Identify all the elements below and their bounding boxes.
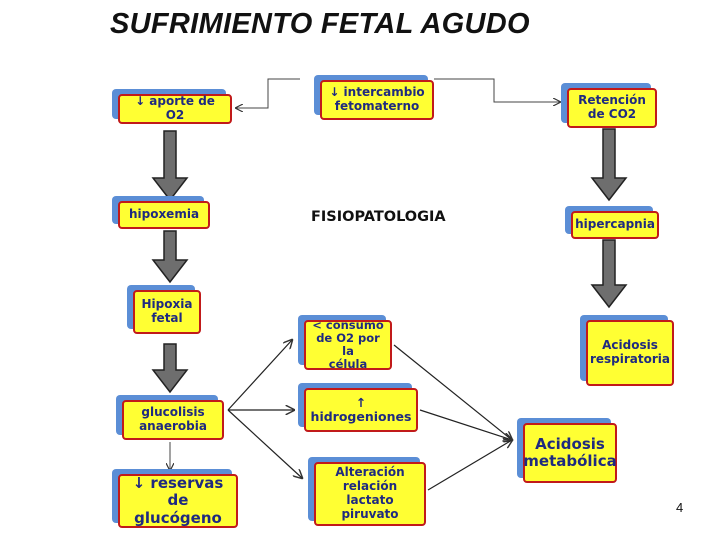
box-reservas-glucogeno: ↓ reservas de glucógeno [118,474,238,528]
block-arrow-hipoxia-glucolisis [151,343,189,394]
block-arrow-retencion-hipercapnia [590,128,628,202]
block-arrow-aporte-hipoxemia [151,130,189,202]
box-retencion-co2: Retención de CO2 [567,88,657,128]
connector-glucolisis-alteracion [227,409,302,478]
box-hipoxemia: hipoxemia [118,201,210,229]
box-hipoxia-fetal: Hipoxia fetal [133,290,201,334]
box-alteracion-lactato-piruvato: Alteración relación lactato piruvato [314,462,426,526]
connector-hidrogeniones-acidosis [419,409,512,440]
box-hidrogeniones: ↑ hidrogeniones [304,388,418,432]
page-number: 4 [676,500,684,515]
block-arrow-hipercapnia-acidosis [590,239,628,309]
diagram-subtitle: FISIOPATOLOGIA [311,209,446,225]
connector-consumo-acidosis [393,344,512,440]
block-arrow-hipoxemia-hipoxia [151,230,189,284]
connector-intercambio-aporte [236,78,300,108]
box-glucolisis-anaerobia: glucolisis anaerobia [122,400,224,440]
box-consumo-o2: < consumo de O2 por la célula [304,318,392,371]
connector-intercambio-retencion [434,78,560,102]
box-acidosis-metabolica: Acidosis metabólica [523,423,617,483]
box-intercambio-fetomaterno: ↓ intercambio fetomaterno [320,80,434,120]
box-aporte-o2: ↓ aporte de O2 [118,94,232,124]
box-acidosis-respiratoria: Acidosis respiratoria [586,320,674,386]
slide-title: SUFRIMIENTO FETAL AGUDO [110,8,530,40]
connector-alteracion-acidosis [427,440,512,491]
connector-glucolisis-consumo [227,340,292,411]
box-hipercapnia: hipercapnia [571,211,659,239]
